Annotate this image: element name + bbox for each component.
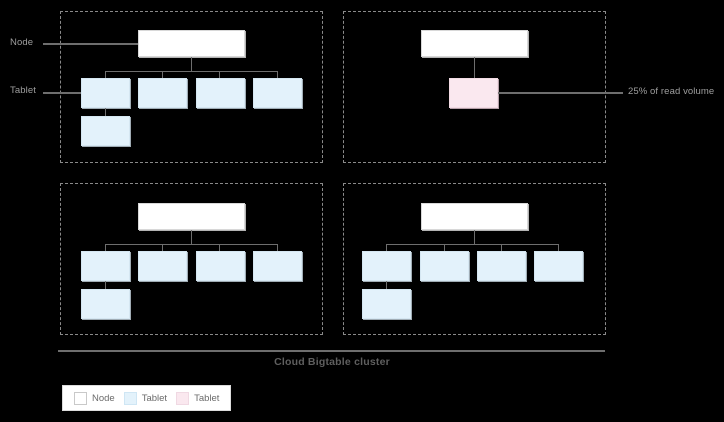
- legend-item-hot-tablet: Tablet: [176, 391, 220, 405]
- node-swatch-icon: [74, 391, 87, 405]
- tablet-box[interactable]: [138, 78, 187, 108]
- node-box[interactable]: [421, 203, 528, 230]
- tablet-box[interactable]: [196, 251, 245, 281]
- connector-drop: [105, 108, 106, 116]
- tablet-box[interactable]: [81, 289, 130, 319]
- legend-label-hot-tablet: Tablet: [194, 392, 220, 404]
- node-group-bottom-right: [343, 183, 606, 335]
- connector-drop: [444, 244, 445, 251]
- hot-tablet-swatch-icon: [176, 391, 190, 405]
- tablet-box[interactable]: [81, 251, 130, 281]
- tablet-box[interactable]: [477, 251, 526, 281]
- connector-drop: [105, 71, 106, 78]
- legend-label-node: Node: [92, 392, 115, 404]
- tablet-box[interactable]: [253, 78, 302, 108]
- node-annotation-label: Node: [10, 37, 34, 48]
- node-group-top-right: [343, 11, 606, 163]
- tablet-annotation-label: Tablet: [10, 85, 36, 96]
- node-group-bottom-left: [60, 183, 323, 335]
- connector-trunk: [191, 230, 192, 244]
- connector-drop: [501, 244, 502, 251]
- connector-bus: [386, 244, 558, 245]
- node-annotation-leader-line: [43, 43, 138, 45]
- node-box[interactable]: [138, 203, 245, 230]
- connector-drop: [277, 71, 278, 78]
- hot-tablet-annotation-label: 25% of read volume: [628, 86, 715, 97]
- tablet-box[interactable]: [196, 78, 245, 108]
- tablet-box[interactable]: [138, 251, 187, 281]
- connector-drop: [277, 244, 278, 251]
- connector-drop: [558, 244, 559, 251]
- cluster-divider-line: [58, 350, 605, 352]
- tablet-annotation-leader-line: [43, 92, 81, 94]
- legend-item-tablet: Tablet: [123, 391, 168, 405]
- legend-item-node: Node: [74, 391, 115, 405]
- connector-drop: [105, 244, 106, 251]
- connector-drop: [162, 244, 163, 251]
- tablet-box[interactable]: [253, 251, 302, 281]
- connector-trunk: [191, 57, 192, 71]
- tablet-box[interactable]: [420, 251, 469, 281]
- connector-bus: [105, 71, 277, 72]
- connector-bus: [105, 244, 277, 245]
- connector-trunk: [474, 57, 475, 78]
- connector-drop: [386, 244, 387, 251]
- legend: Node Tablet Tablet: [62, 385, 232, 411]
- cluster-caption: Cloud Bigtable cluster: [274, 356, 390, 368]
- node-box[interactable]: [421, 30, 528, 57]
- connector-drop: [386, 281, 387, 289]
- connector-drop: [105, 281, 106, 289]
- tablet-swatch-icon: [123, 391, 137, 405]
- tablet-box[interactable]: [81, 116, 130, 146]
- connector-drop: [162, 71, 163, 78]
- node-box[interactable]: [138, 30, 245, 57]
- hot-tablet-box[interactable]: [449, 78, 498, 108]
- connector-trunk: [474, 230, 475, 244]
- tablet-box[interactable]: [81, 78, 130, 108]
- node-group-top-left: [60, 11, 323, 163]
- connector-drop: [219, 71, 220, 78]
- tablet-box[interactable]: [534, 251, 583, 281]
- hot-tablet-annotation-leader-line: [498, 92, 623, 94]
- tablet-box[interactable]: [362, 251, 411, 281]
- connector-drop: [219, 244, 220, 251]
- tablet-box[interactable]: [362, 289, 411, 319]
- legend-label-tablet: Tablet: [141, 392, 168, 404]
